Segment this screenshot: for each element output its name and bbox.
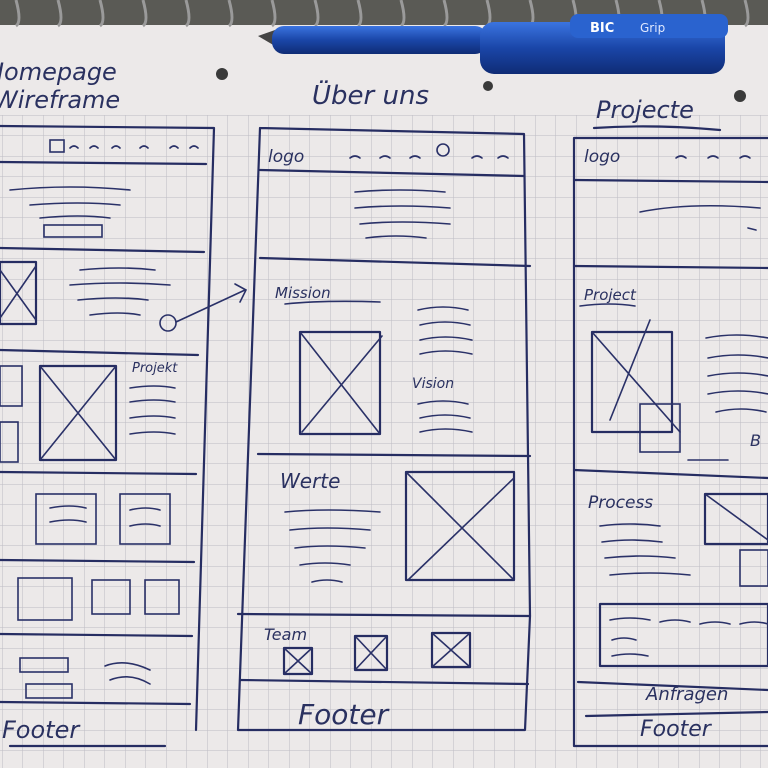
projects-wireframe: logo Project B Process Anfragen Footer (572, 136, 768, 748)
heading-wireframe: Wireframe (0, 86, 120, 114)
about-footer: Footer (298, 698, 390, 731)
about-team: Team (264, 625, 307, 644)
heading-about: Über uns (312, 79, 429, 111)
projects-project: Project (584, 286, 637, 304)
projects-logo: logo (584, 147, 620, 167)
homepage-project-label: Projekt (132, 361, 178, 376)
pen: BIC Grip (258, 14, 728, 74)
projects-bullet: B (750, 431, 761, 450)
about-wireframe: logo Mission Vision Werte Team Footer (236, 126, 532, 732)
pen-model: Grip (640, 21, 665, 35)
about-vision: Vision (412, 376, 454, 392)
about-logo: logo (268, 147, 304, 167)
heading-underline (592, 125, 722, 132)
projects-inquiries: Anfragen (645, 684, 728, 705)
homepage-wireframe: Projekt Footer (0, 124, 248, 748)
homepage-footer: Footer (2, 716, 81, 744)
pen-brand: BIC (590, 21, 614, 36)
about-values: Werte (280, 469, 340, 493)
punch-holes (216, 68, 746, 102)
projects-footer: Footer (640, 717, 713, 742)
heading-projects: Projecte (596, 96, 694, 124)
about-mission: Mission (275, 284, 331, 302)
projects-process: Process (588, 493, 653, 513)
heading-homepage: Homepage (0, 58, 117, 86)
